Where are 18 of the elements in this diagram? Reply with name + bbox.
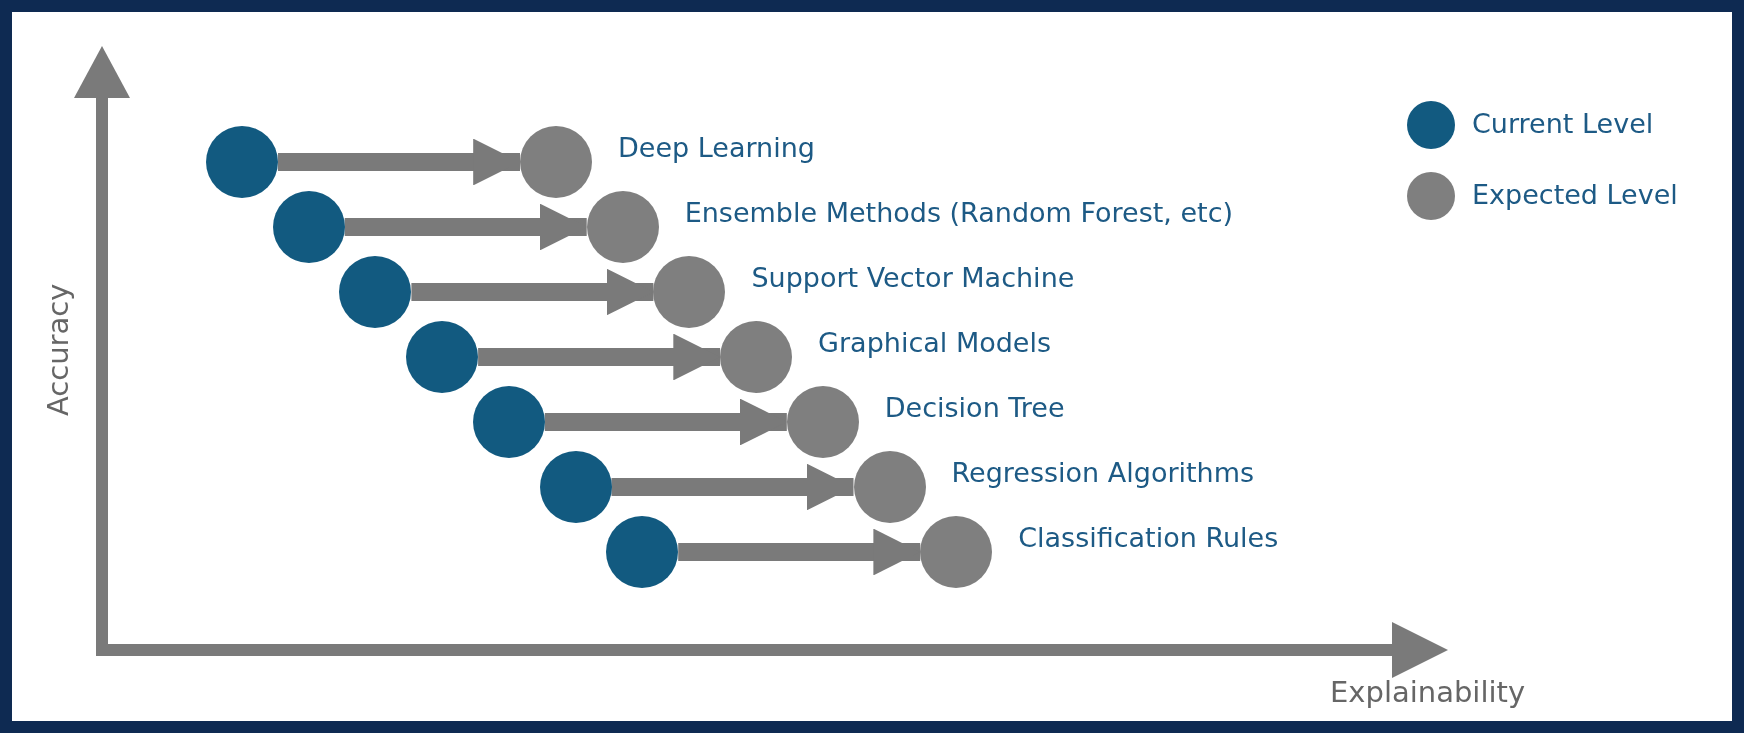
arrow xyxy=(678,528,921,576)
method-label: Classification Rules xyxy=(1018,522,1279,554)
method-label: Regression Algorithms xyxy=(951,457,1255,489)
method-label: Decision Tree xyxy=(884,392,1065,424)
method-label: Deep Learning xyxy=(618,132,815,164)
legend-label: Expected Level xyxy=(1472,179,1678,211)
arrow xyxy=(611,463,854,511)
legend-label: Current Level xyxy=(1472,108,1654,140)
axis-label: Explainability xyxy=(1330,676,1526,708)
arrow xyxy=(344,203,587,251)
arrow xyxy=(411,268,654,316)
method-label: Graphical Models xyxy=(818,327,1052,359)
arrow xyxy=(478,333,721,381)
axis-label: Accuracy xyxy=(42,283,74,416)
method-label: Ensemble Methods (Random Forest, etc) xyxy=(684,197,1234,229)
method-label: Support Vector Machine xyxy=(751,262,1075,294)
arrow xyxy=(278,138,520,186)
arrow xyxy=(544,398,787,446)
